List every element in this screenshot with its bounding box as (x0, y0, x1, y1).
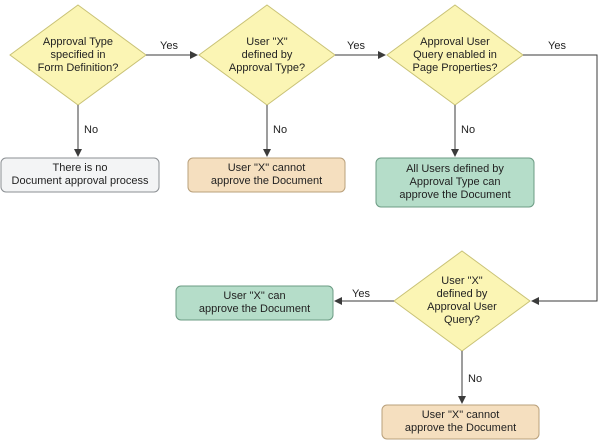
outcome-no-approval-process-box (0, 157, 160, 193)
edge-label-no-3: No (461, 124, 475, 136)
decision-user-defined-by-approval-type-text: User "X" defined by Approval Type? (228, 35, 306, 74)
outcome-can-approve-text: User "X" can approve the Document (198, 290, 311, 315)
outcome-cannot-approve-1-box (187, 157, 346, 193)
decision-user-defined-by-query-text: User "X" defined by Approval User Query? (427, 275, 497, 326)
decision-approval-user-query-enabled-text: Approval User Query enabled in Page Prop… (412, 35, 498, 74)
edge-label-yes-3: Yes (548, 40, 566, 52)
outcome-no-approval-process-text: There is no Document approval process (11, 162, 149, 187)
outcome-can-approve-box (175, 285, 334, 321)
outcome-all-users-can-approve-box (375, 157, 535, 208)
outcome-cannot-approve-2-text: User "X" cannot approve the Document (404, 409, 517, 434)
edge-label-no-2: No (273, 124, 287, 136)
outcome-cannot-approve-1-text: User "X" cannot approve the Document (210, 162, 323, 187)
connector-yes-3 (523, 54, 598, 305)
edge-label-yes-2: Yes (347, 40, 365, 52)
edge-label-no-4: No (468, 373, 482, 385)
outcome-cannot-approve-2-box (381, 404, 540, 440)
outcome-all-users-can-approve-text: All Users defined by Approval Type can a… (399, 163, 511, 201)
edge-label-yes-1: Yes (160, 40, 178, 52)
edge-label-yes-4: Yes (352, 288, 370, 300)
decision-approval-type-specified-text: Approval Type specified in Form Definiti… (37, 35, 119, 74)
edge-label-no-1: No (84, 124, 98, 136)
